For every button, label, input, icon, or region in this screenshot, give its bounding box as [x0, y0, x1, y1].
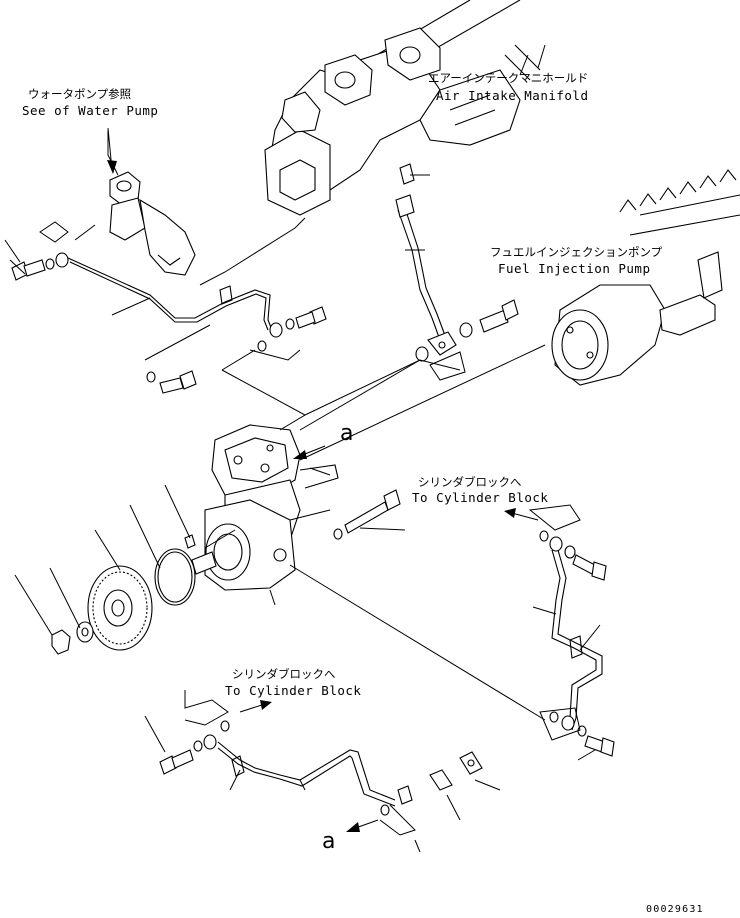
- connector-fitting: [429, 769, 453, 791]
- water-pump-label-jp: ウォータポンプ参照: [28, 87, 131, 101]
- water-pump-label-en: See of Water Pump: [22, 103, 158, 118]
- air-intake-pipe: [397, 209, 441, 341]
- serial-number: 00029631: [646, 904, 704, 915]
- reference-a-bottom: a: [322, 829, 335, 854]
- washer: [76, 621, 94, 643]
- drive-gear: [87, 565, 153, 651]
- cylinder-block-label-1-en: To Cylinder Block: [412, 490, 548, 505]
- air-intake-label-jp: エアーインテークマニホールド: [428, 71, 588, 85]
- cylinder-block-pipe-right: [551, 549, 597, 731]
- nut: [51, 629, 71, 655]
- elbow-fitting: [459, 751, 483, 775]
- cylinder-block-label-2-jp: シリンダブロックへ: [232, 667, 336, 681]
- water-pump-fitting: [109, 171, 196, 276]
- water-pipe: [67, 257, 273, 331]
- air-compressor: [184, 424, 339, 591]
- fuel-pump-label-en: Fuel Injection Pump: [498, 261, 651, 276]
- cylinder-block-label-1-jp: シリンダブロックへ: [418, 475, 522, 489]
- cylinder-block-pipe-bottom: [217, 741, 396, 801]
- air-intake-manifold: [264, 0, 541, 216]
- cylinder-block-label-2-en: To Cylinder Block: [225, 683, 361, 698]
- gasket: [154, 548, 196, 606]
- reference-a-top: a: [340, 421, 353, 446]
- air-intake-label-en: Air Intake Manifold: [436, 88, 589, 103]
- bolts: [11, 252, 615, 816]
- reference-arrows: [107, 127, 539, 832]
- fuel-injection-pump: [551, 169, 740, 386]
- fuel-pump-label-jp: フュエルインジェクションポンプ: [490, 245, 663, 259]
